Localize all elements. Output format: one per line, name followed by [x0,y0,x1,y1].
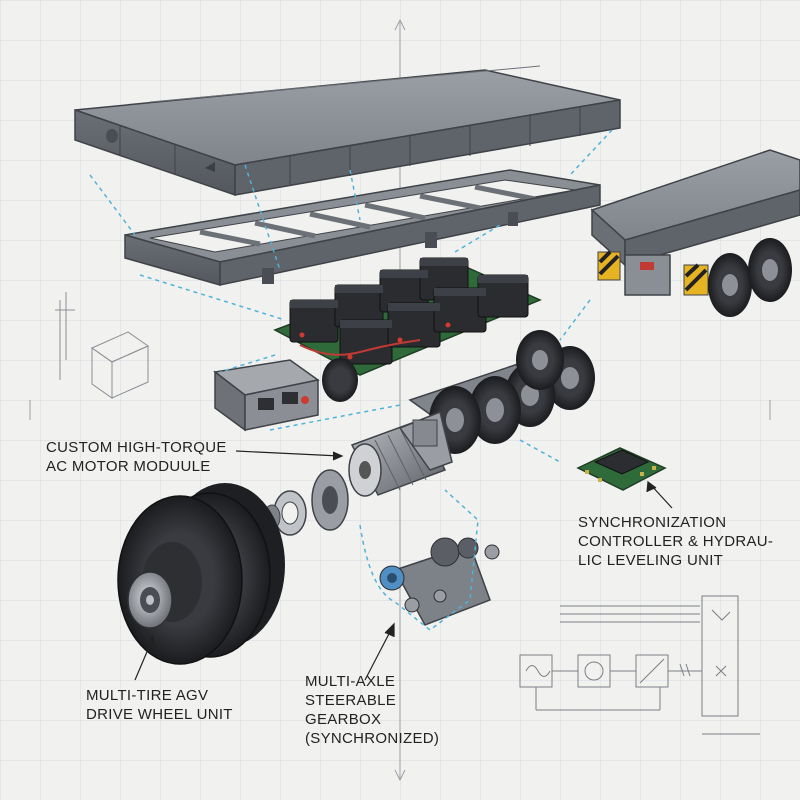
pencil-sketch-cube [55,292,150,399]
motor-callout-label: CUSTOM HIGH-TORQUE AC MOTOR MODUULE [46,438,227,476]
ac-motor [348,410,453,497]
controller-callout-label: SYNCHRONIZATION CONTROLLER & HYDRAU- LIC… [578,513,773,570]
battery-pack [273,257,542,376]
motor-callout-line-1: CUSTOM HIGH-TORQUE [46,439,227,456]
chassis-frame [124,169,601,286]
sync-controller-board [576,447,667,491]
gearbox-callout-label: MULTI-AXLE STEERABLE GEARBOX (SYNCHRONIZ… [305,672,439,748]
controller-callout-line-2: CONTROLLER & HYDRAU- [578,533,774,550]
wheel-callout-line-2: DRIVE WHEEL UNIT [86,706,233,723]
assembled-transporter [590,149,800,317]
motor-controller-box [213,359,320,432]
gearbox-callout-line-3: GEARBOX [305,711,382,728]
motor-callout-line-2: AC MOTOR MODUULE [46,458,211,475]
deck-platform [74,65,621,197]
gearbox-callout-line-2: STEERABLE [305,692,397,709]
gearbox-callout-line-1: MULTI-AXLE [305,673,396,690]
callout-leader-lines [134,450,673,681]
exploded-view-guide-lines [89,129,613,631]
wheel-callout-label: MULTI-TIRE AGV DRIVE WHEEL UNIT [86,686,233,724]
controller-callout-line-3: LIC LEVELING UNIT [578,552,724,569]
gearbox-callout-line-4: (SYNCHRONIZED) [305,730,440,747]
schematic-sketch [519,595,760,735]
controller-callout-line-1: SYNCHRONIZATION [578,514,727,531]
wheel-callout-line-1: MULTI-TIRE AGV [86,687,209,704]
gearbox [379,537,500,626]
drive-wheel [117,483,285,665]
